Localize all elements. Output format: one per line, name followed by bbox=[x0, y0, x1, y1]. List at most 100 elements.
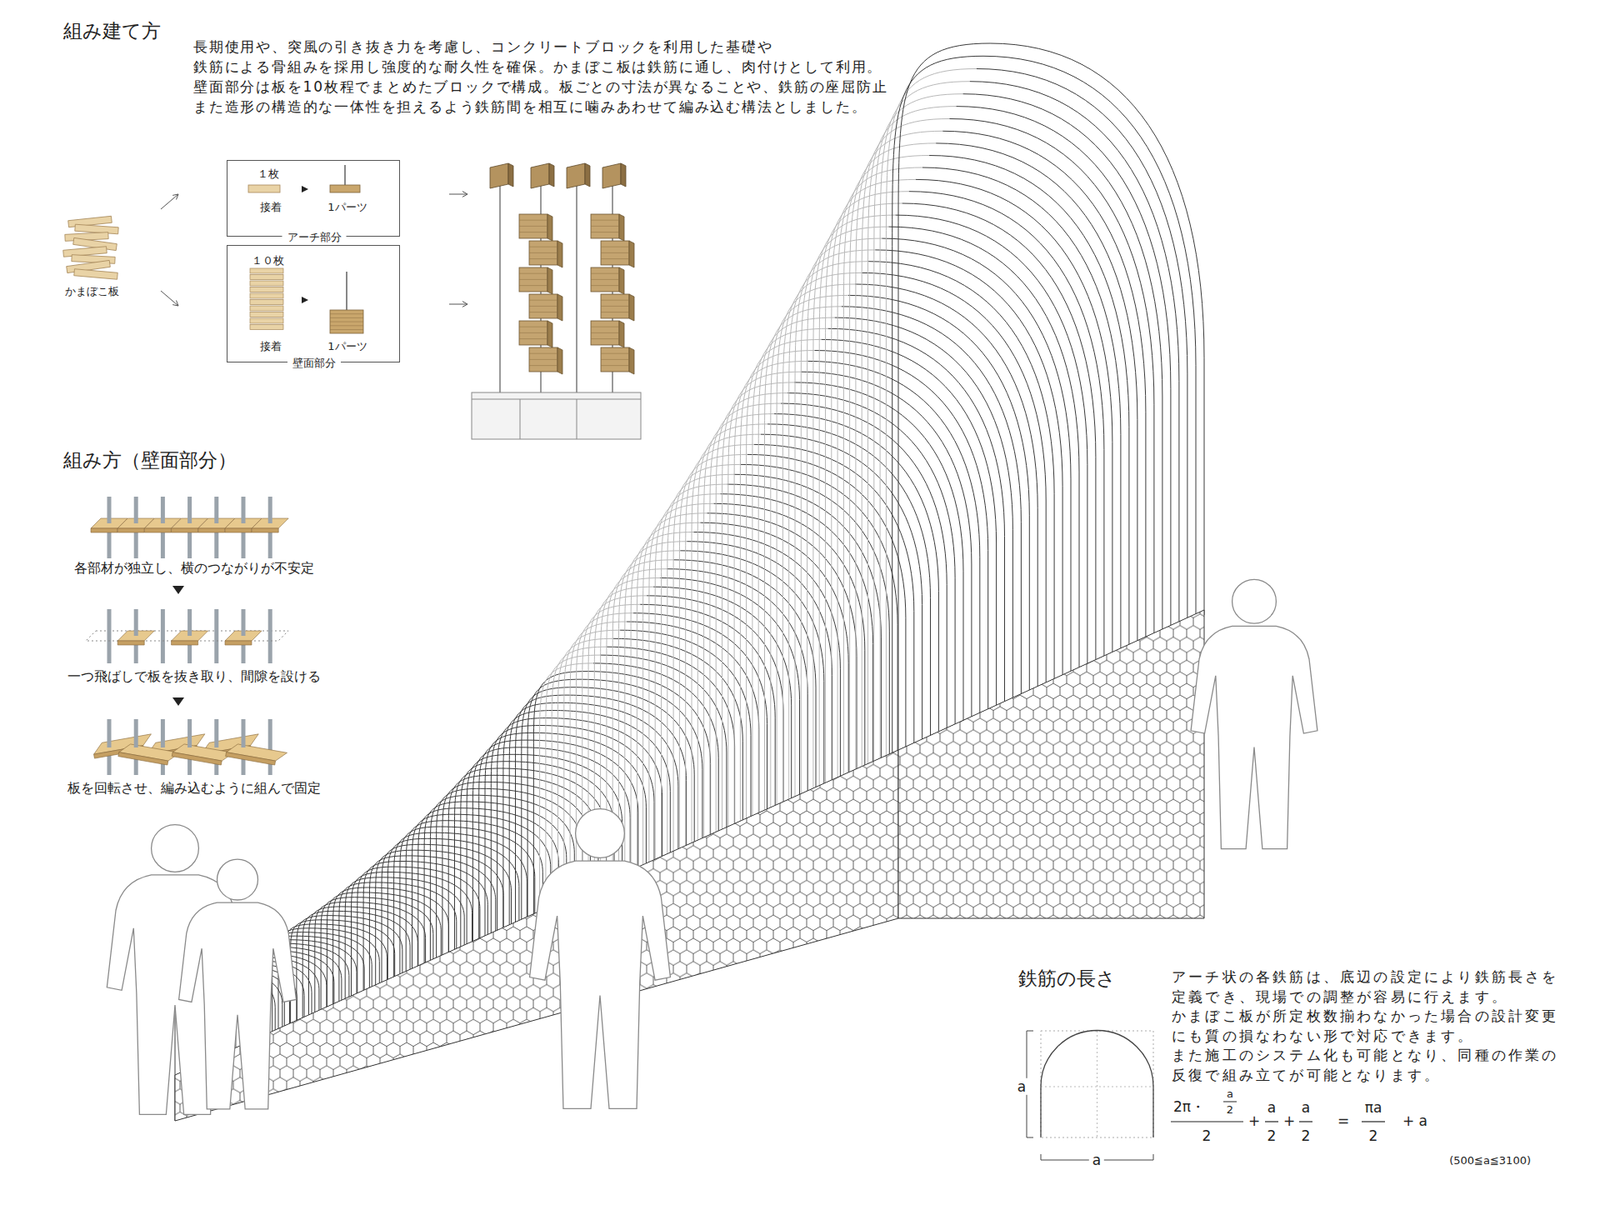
lamination-line bbox=[529, 258, 558, 260]
rebar bbox=[268, 719, 273, 748]
arch-rib bbox=[815, 350, 989, 715]
rebar bbox=[214, 609, 219, 636]
wall-block-side bbox=[557, 294, 563, 321]
removed-outline bbox=[85, 630, 289, 641]
stacked-board bbox=[250, 280, 284, 286]
board-front bbox=[171, 640, 199, 645]
rebar bbox=[241, 609, 246, 636]
wall-block-side bbox=[547, 320, 553, 348]
wall-block-side bbox=[619, 267, 625, 295]
rebar bbox=[214, 719, 219, 748]
formula-operator: + bbox=[1248, 1112, 1260, 1130]
arrow-head bbox=[462, 191, 468, 198]
arch-rib bbox=[983, 55, 1196, 619]
dimension-tick bbox=[1040, 1154, 1042, 1160]
box-text: １０枚 bbox=[251, 254, 285, 268]
arch-rib bbox=[606, 646, 735, 829]
arch-rib bbox=[909, 191, 1105, 661]
arch-rib bbox=[295, 935, 365, 995]
section-heading: 組み建て方 bbox=[63, 20, 161, 44]
wall-block-side bbox=[629, 294, 635, 321]
dimension-tick bbox=[1026, 1137, 1034, 1139]
step-caption: 一つ飛ばしで板を抜き取り、間隙を設ける bbox=[67, 668, 321, 685]
arch-profile bbox=[1040, 1030, 1154, 1139]
woven-wall-strip bbox=[175, 750, 899, 1121]
box-caption: 壁面部分 bbox=[287, 356, 341, 370]
arch-rib bbox=[808, 360, 980, 718]
arch-rib bbox=[400, 861, 488, 940]
lamination-line bbox=[590, 326, 620, 328]
lamination-line bbox=[600, 305, 630, 307]
dimension-tick bbox=[1026, 1030, 1034, 1032]
wall-block-side bbox=[547, 267, 553, 295]
lamination-line bbox=[600, 246, 630, 248]
formula-term: a bbox=[1226, 1087, 1234, 1101]
lamination-line bbox=[600, 359, 630, 360]
arch-rib bbox=[666, 569, 808, 796]
arch-rib bbox=[956, 106, 1163, 635]
lamination-line bbox=[519, 231, 548, 233]
arch-rib bbox=[374, 882, 457, 954]
rebar bbox=[241, 496, 246, 524]
wall-block bbox=[600, 347, 630, 372]
arch-rib bbox=[875, 250, 1063, 680]
material-label: かまぼこ板 bbox=[65, 285, 120, 299]
lamination-line bbox=[529, 365, 558, 366]
person-body bbox=[1190, 625, 1318, 849]
wall-block bbox=[529, 347, 558, 372]
board-front bbox=[117, 528, 145, 533]
wall-block-side bbox=[557, 347, 563, 375]
center-line bbox=[1040, 1086, 1154, 1088]
box-text: １枚 bbox=[257, 167, 280, 181]
stacked-board bbox=[250, 318, 284, 324]
arch-rib bbox=[593, 663, 719, 836]
arch-rib bbox=[935, 143, 1138, 646]
arch-rib bbox=[626, 621, 760, 818]
arrow bbox=[449, 191, 468, 198]
arch-rib bbox=[922, 167, 1121, 654]
arch-rib bbox=[774, 414, 939, 737]
arch-rib bbox=[868, 261, 1055, 685]
arrow-shaft bbox=[449, 304, 468, 305]
range-note: (500≦a≦3100) bbox=[1449, 1154, 1531, 1168]
stacked-board bbox=[250, 268, 284, 274]
description-text: アーチ状の各鉄筋は、底辺の設定により鉄筋長さを 定義でき、現場での調整が容易に行… bbox=[1171, 967, 1593, 1085]
arch-rib bbox=[302, 932, 373, 992]
lamination-line bbox=[529, 252, 558, 254]
rebar bbox=[134, 719, 139, 748]
arrow bbox=[160, 194, 179, 210]
section-heading: 組み方（壁面部分） bbox=[63, 449, 237, 473]
fraction-bar bbox=[1299, 1120, 1313, 1122]
rebar bbox=[344, 165, 346, 185]
arch-rib bbox=[633, 613, 767, 815]
arch-part-side bbox=[508, 163, 514, 187]
formula-operator: + bbox=[1283, 1112, 1295, 1130]
rebar bbox=[187, 609, 192, 636]
stacked-board bbox=[250, 287, 284, 293]
board bbox=[225, 742, 288, 767]
lamination-line bbox=[590, 338, 620, 340]
arch-rib bbox=[407, 855, 496, 936]
board-front bbox=[198, 528, 225, 533]
box-caption: アーチ部分 bbox=[282, 230, 347, 245]
box-text: 1パーツ bbox=[327, 200, 367, 215]
arrow-shaft bbox=[160, 290, 179, 306]
formula-term: πa bbox=[1365, 1099, 1383, 1116]
arch-rib bbox=[686, 541, 832, 785]
rebar bbox=[160, 609, 165, 636]
rebar bbox=[134, 609, 139, 636]
rebar bbox=[107, 496, 112, 524]
arch-rib bbox=[929, 155, 1130, 650]
rebar bbox=[268, 496, 273, 524]
rebar bbox=[214, 635, 219, 664]
lamination-line bbox=[529, 359, 558, 360]
lamination-line bbox=[330, 329, 364, 330]
rebar bbox=[268, 635, 273, 664]
lamination-line bbox=[330, 317, 364, 319]
step-triangle bbox=[301, 185, 309, 193]
arch-rib bbox=[915, 179, 1113, 657]
arch-rib bbox=[640, 604, 775, 810]
board-stack bbox=[63, 215, 119, 280]
fraction-bar bbox=[1170, 1120, 1244, 1122]
board-front bbox=[225, 752, 276, 765]
